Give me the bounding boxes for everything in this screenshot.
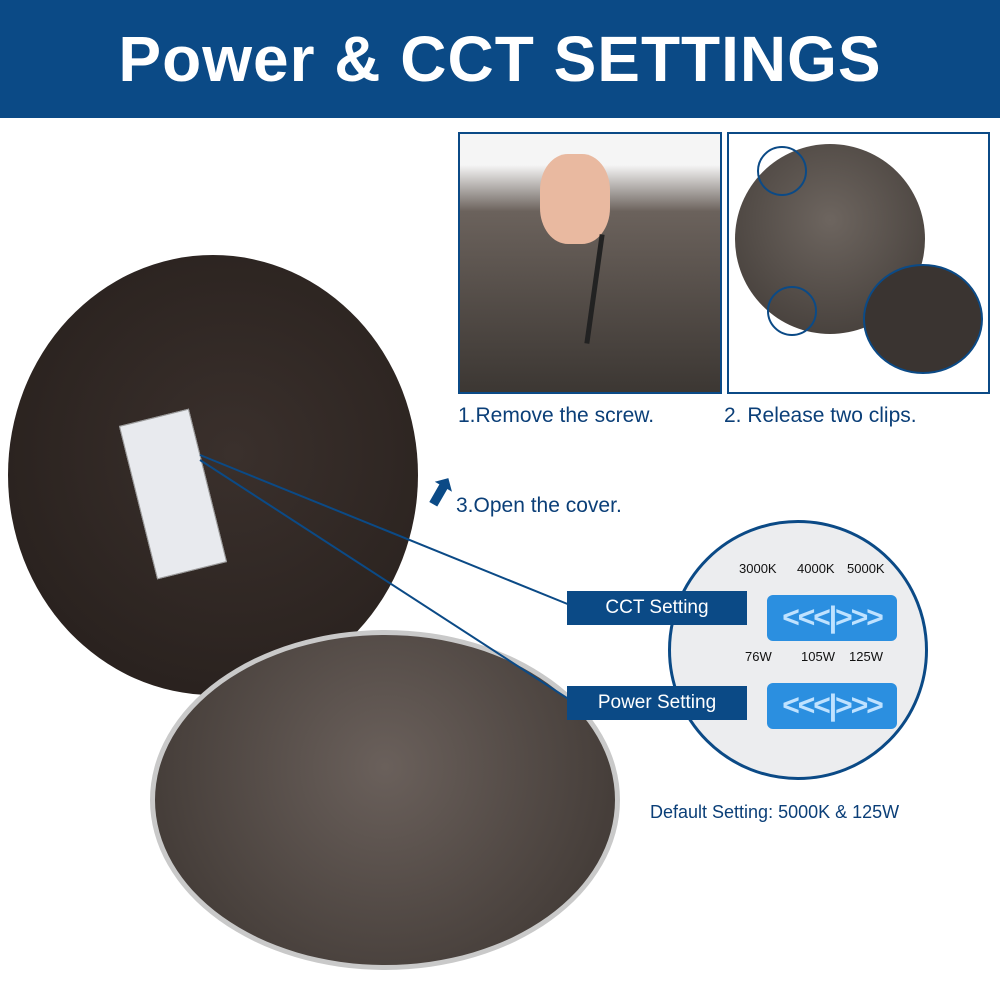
- fixture-cover: [150, 630, 620, 970]
- power-setting-label: Power Setting: [567, 686, 747, 720]
- clip-circle: [767, 286, 817, 336]
- cct-option: 4000K: [797, 561, 835, 576]
- title-banner: Power & CCT SETTINGS: [0, 0, 1000, 118]
- step-2-caption: 2. Release two clips.: [724, 404, 917, 427]
- cct-option: 3000K: [739, 561, 777, 576]
- default-setting-note: Default Setting: 5000K & 125W: [650, 802, 900, 822]
- fixture-housing: [8, 255, 418, 695]
- hand-image: [540, 154, 610, 244]
- cct-setting-label: CCT Setting: [567, 591, 747, 625]
- step-3-caption: 3.Open the cover.: [456, 494, 622, 517]
- power-option: 125W: [849, 649, 883, 664]
- power-switch[interactable]: <<<|>>>: [767, 683, 897, 729]
- power-option: 76W: [745, 649, 772, 664]
- cct-option: 5000K: [847, 561, 885, 576]
- remove-screw-photo: [458, 132, 722, 394]
- page-title: Power & CCT SETTINGS: [118, 23, 882, 95]
- switch-zoom-circle: 3000K 4000K 5000K <<<|>>> 76W 105W 125W …: [668, 520, 928, 780]
- power-option: 105W: [801, 649, 835, 664]
- cct-switch[interactable]: <<<|>>>: [767, 595, 897, 641]
- clip-detail-circle: [863, 264, 983, 374]
- step-1-caption: 1.Remove the screw.: [458, 404, 655, 427]
- release-clips-photo: [727, 132, 990, 394]
- clip-circle: [757, 146, 807, 196]
